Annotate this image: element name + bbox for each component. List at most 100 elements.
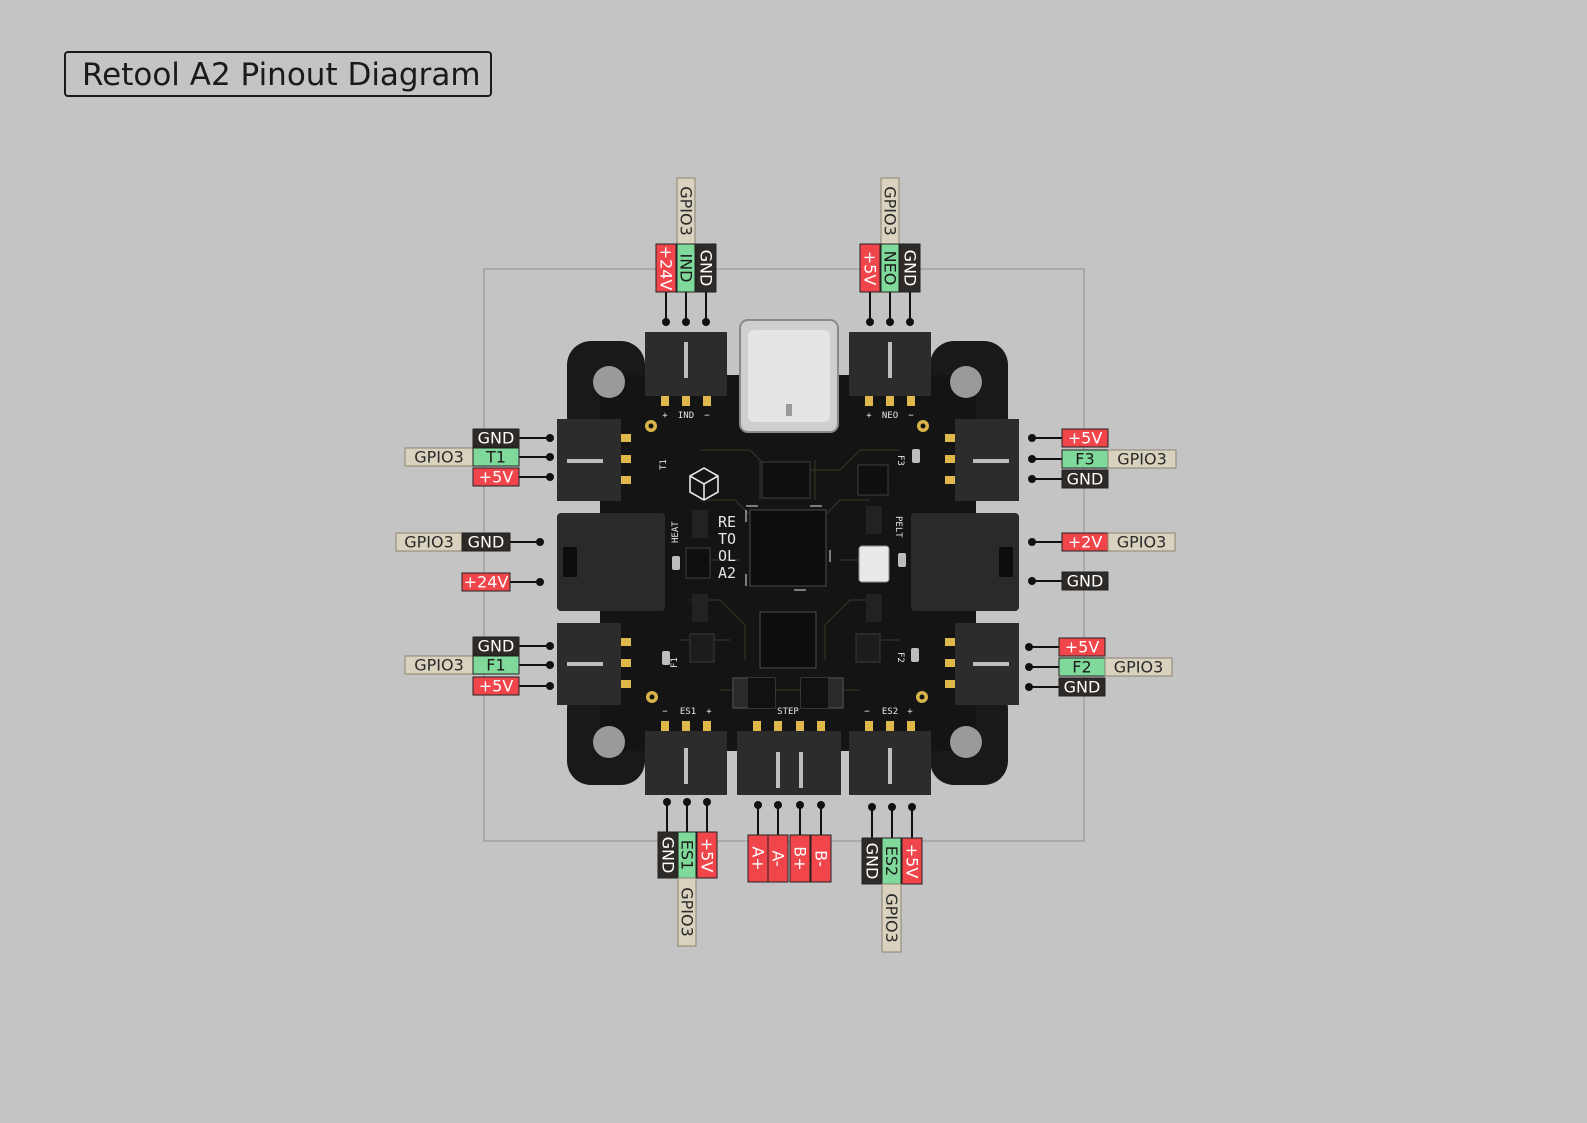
connector-pelt: [911, 513, 1019, 611]
pin-label-es2-ground: GND: [861, 837, 883, 885]
pin-leaders: [510, 292, 1062, 838]
pin-label-text: GND: [863, 843, 882, 880]
pin-label-es2-signal: ES2: [881, 837, 902, 885]
pin-label-neo-ground: GND: [899, 243, 921, 293]
pin-label-text: GND: [659, 837, 678, 874]
pin-label-t1-signal: T1: [472, 447, 520, 467]
pin-label-f2-ground: GND: [1058, 677, 1106, 697]
pin-label-step-b_plus: B+: [789, 834, 811, 883]
pin-label-text: GPIO3: [414, 448, 464, 467]
pin-label-text: GPIO3: [678, 887, 697, 937]
pin-label-neo-gpio: GPIO3: [880, 177, 900, 245]
pin-label-es1-power: +5V: [696, 831, 718, 879]
pin-label-text: GND: [468, 533, 505, 552]
pin-label-text: B+: [791, 846, 810, 870]
pin-label-pelt-ground: GND: [1061, 571, 1109, 591]
pin-label-text: GPIO3: [677, 186, 696, 236]
svg-text:−: −: [704, 411, 710, 421]
pin-label-f1-signal: F1: [472, 655, 520, 675]
pin-label-text: IND: [677, 253, 696, 282]
pin-label-ind-power: +24V: [655, 243, 677, 293]
pin-label-heat-gpio: GPIO3: [395, 532, 463, 552]
pin-label-es1-signal: ES1: [677, 831, 697, 879]
silk-neo: NEO: [882, 411, 898, 421]
pin-label-text: GPIO3: [882, 893, 901, 943]
pin-label-step-b_minus: B-: [810, 834, 832, 883]
pin-label-step-a_minus: A-: [767, 834, 789, 883]
svg-text:−: −: [908, 411, 914, 421]
pin-label-text: ES2: [882, 846, 901, 876]
pin-label-text: T1: [485, 448, 506, 467]
driver-chip: [759, 611, 817, 669]
pin-label-text: B-: [812, 850, 831, 867]
mount-hole-br: [950, 726, 982, 758]
silk-f1: F1: [670, 657, 680, 668]
pin-label-text: +24V: [657, 246, 676, 291]
silk-step: STEP: [777, 707, 799, 717]
pin-label-heat-ground: GND: [461, 532, 511, 552]
board-logo-line-1: RE: [718, 513, 736, 531]
pin-label-text: +24V: [464, 573, 509, 592]
pin-label-text: +5V: [903, 844, 922, 879]
title-box: Retool A2 Pinout Diagram: [64, 51, 492, 97]
pin-label-es2-power: +5V: [901, 837, 923, 885]
pin-label-text: ES1: [678, 840, 697, 870]
pin-label-text: F3: [1075, 450, 1094, 469]
pcb-board: RE TO OL A2 + IND − + NEO − T1 HEAT F1: [557, 319, 1019, 795]
pin-label-f2-signal: F2: [1058, 657, 1106, 677]
pin-label-t1-gpio: GPIO3: [404, 447, 474, 467]
pin-label-neo-signal: NEO: [880, 243, 900, 293]
pin-label-t1-power: +5V: [472, 467, 520, 487]
pin-label-text: GND: [901, 250, 920, 287]
svg-text:−: −: [662, 707, 668, 717]
pin-label-es1-gpio: GPIO3: [677, 877, 697, 947]
pin-label-text: GPIO3: [881, 186, 900, 236]
connector-heat: [557, 513, 665, 611]
pin-label-text: GND: [1067, 470, 1104, 489]
pin-label-f1-gpio: GPIO3: [404, 655, 474, 675]
silk-es2: ES2: [882, 707, 898, 717]
board-logo-line-3: OL: [718, 547, 736, 565]
pin-label-f3-ground: GND: [1061, 469, 1109, 489]
svg-text:+: +: [866, 411, 872, 421]
pin-label-f3-gpio: GPIO3: [1107, 449, 1177, 469]
pin-label-f1-ground: GND: [472, 636, 520, 656]
pin-label-text: GND: [1064, 678, 1101, 697]
pin-label-text: F1: [486, 656, 505, 675]
pin-label-text: GPIO3: [1117, 533, 1167, 552]
pin-label-neo-power: +5V: [859, 243, 881, 293]
pin-label-es2-gpio: GPIO3: [881, 883, 902, 953]
mcu-chip: [749, 509, 827, 587]
pin-label-text: +5V: [479, 677, 514, 696]
silk-es1: ES1: [680, 707, 696, 717]
mount-hole-tr: [950, 366, 982, 398]
pin-label-text: GPIO3: [414, 656, 464, 675]
pin-label-text: F2: [1072, 658, 1091, 677]
pin-label-text: +5V: [1065, 638, 1100, 657]
pin-label-text: A+: [749, 846, 768, 870]
svg-text:−: −: [864, 707, 870, 717]
board-logo-line-4: A2: [718, 564, 736, 582]
pin-label-f2-power: +5V: [1058, 637, 1106, 657]
pin-label-es1-ground: GND: [657, 831, 679, 879]
pin-label-ind-signal: IND: [676, 243, 696, 293]
pin-label-t1-ground: GND: [472, 428, 520, 448]
pin-label-text: +5V: [698, 838, 717, 873]
pin-label-text: NEO: [881, 251, 900, 286]
connector-step: [737, 731, 841, 795]
svg-text:+: +: [706, 707, 712, 717]
pin-label-text: +2V: [1068, 533, 1103, 552]
page-title: Retool A2 Pinout Diagram: [82, 57, 481, 93]
pin-label-f3-signal: F3: [1061, 449, 1109, 469]
board-logo-line-2: TO: [718, 530, 736, 548]
pin-label-text: GPIO3: [404, 533, 454, 552]
pin-dots: [536, 318, 1036, 811]
silk-pelt: PELT: [893, 516, 903, 538]
silk-t1: T1: [659, 459, 669, 470]
silk-f2: F2: [895, 652, 905, 663]
pin-label-text: GND: [1067, 572, 1104, 591]
pin-label-text: +5V: [479, 468, 514, 487]
pin-label-step-a_plus: A+: [747, 834, 769, 883]
pin-label-text: GPIO3: [1117, 450, 1167, 469]
